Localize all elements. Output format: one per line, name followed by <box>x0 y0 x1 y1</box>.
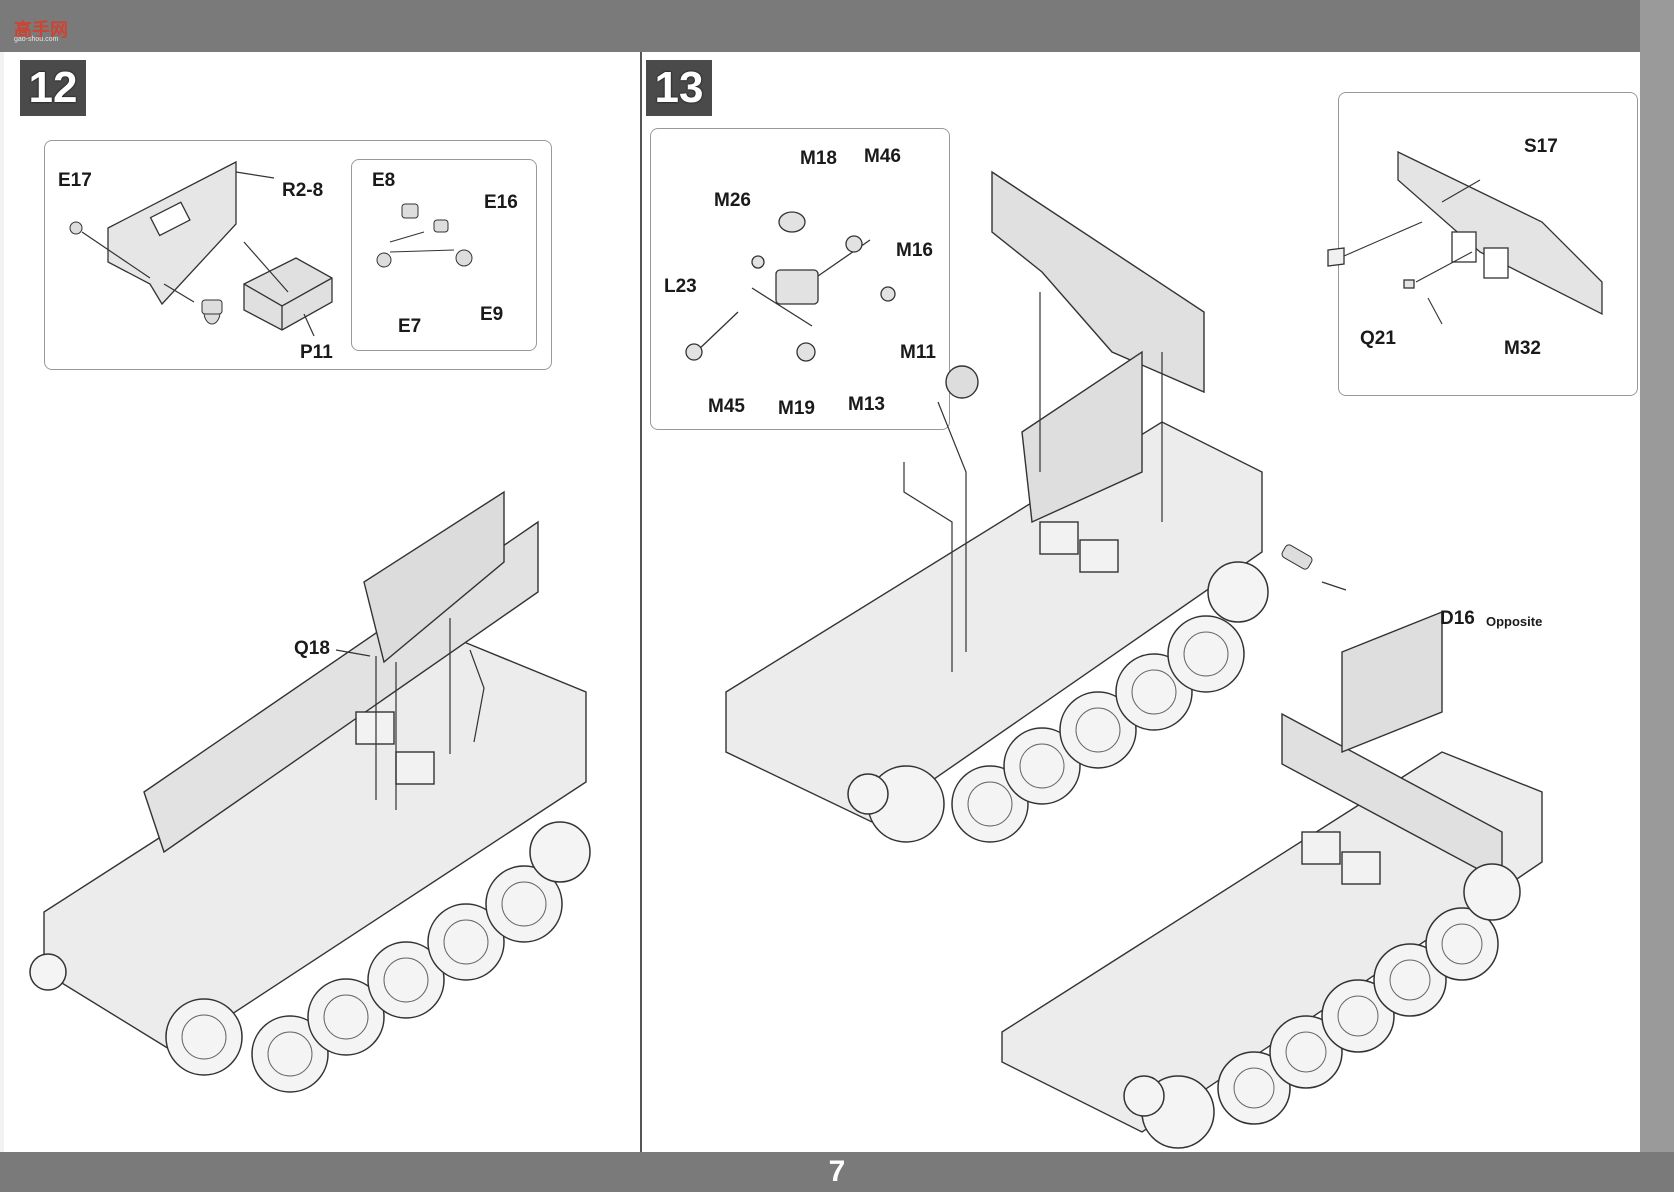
label-m45: M45 <box>708 396 745 417</box>
road-wheels-13-top <box>847 561 1269 843</box>
label-s17: S17 <box>1524 136 1558 157</box>
inset-plate <box>1327 150 1603 316</box>
label-m46: M46 <box>864 146 901 167</box>
page-number: 7 <box>828 1155 846 1188</box>
part-e17 <box>69 221 83 235</box>
bottom-band <box>0 1152 1674 1192</box>
watermark-subtext: gao-shou.com <box>14 36 59 43</box>
page-edge-strip <box>1640 0 1674 1192</box>
label-m32: M32 <box>1504 338 1541 359</box>
label-p11: P11 <box>300 342 333 363</box>
step-divider <box>640 52 642 1152</box>
part-d16 <box>1281 544 1313 570</box>
top-band <box>0 0 1674 52</box>
label-e9: E9 <box>480 304 504 325</box>
part-p11 <box>243 257 333 331</box>
step-13-number: 13 <box>646 60 712 116</box>
transmission-detail <box>685 211 896 362</box>
label-e16: E16 <box>484 192 518 213</box>
label-l23: L23 <box>664 276 697 297</box>
label-d16-note: Opposite <box>1486 614 1543 629</box>
label-e8: E8 <box>372 170 396 191</box>
label-m13: M13 <box>848 394 885 415</box>
label-m26: M26 <box>714 190 751 211</box>
hull-assembly-12 <box>43 490 587 1053</box>
label-m18: M18 <box>800 148 837 169</box>
watermark-text: 高手网 <box>14 20 68 41</box>
hull-assembly-13-top <box>725 170 1263 823</box>
road-wheels-12 <box>29 821 591 1093</box>
road-wheels-13-bottom <box>1123 863 1521 1149</box>
label-r2-8: R2-8 <box>282 180 324 201</box>
step-12-panel: 12 <box>4 52 640 1152</box>
step-12-diagram <box>29 160 591 1093</box>
step-13-diagram <box>685 150 1603 1149</box>
part-fitting <box>201 299 223 325</box>
label-d16: D16 <box>1440 608 1475 629</box>
hull-assembly-13-bottom <box>1001 610 1543 1133</box>
watermark-logo: 高手网 gao-shou.com <box>6 6 70 43</box>
label-m16: M16 <box>896 240 933 261</box>
step-12-number: 12 <box>20 60 86 116</box>
label-m19: M19 <box>778 398 815 419</box>
label-q18: Q18 <box>294 638 330 659</box>
side-plate-r2-8 <box>107 160 237 306</box>
label-e17: E17 <box>58 170 92 191</box>
label-e7: E7 <box>398 316 422 337</box>
label-q21: Q21 <box>1360 328 1396 349</box>
label-m11: M11 <box>900 342 936 363</box>
step-13-panel: 13 <box>642 52 1640 1152</box>
